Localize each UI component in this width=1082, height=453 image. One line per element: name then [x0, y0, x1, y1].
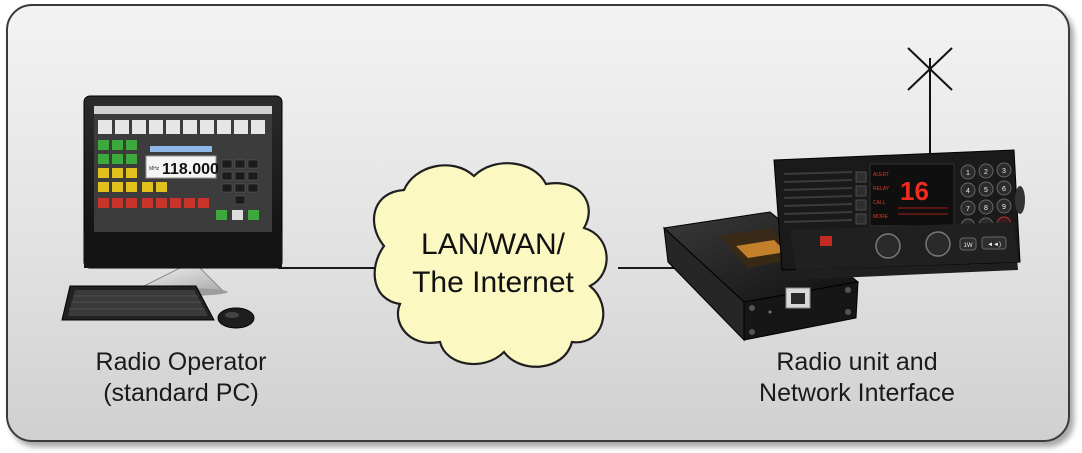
radio-softkey-more: MORE	[873, 214, 889, 220]
radio-unit-caption-line1: Radio unit and	[776, 348, 938, 376]
radio-key-3: 3	[1002, 168, 1006, 175]
marine-radio-unit-icon: ALERT RELAY CALL MORE 16 1 2 3 4 5 6 7 8	[773, 47, 1025, 280]
radio-softkey-alert: ALERT	[873, 172, 889, 178]
cloud-label-line1: LAN/WAN/	[421, 228, 565, 261]
radio-key-1: 1	[966, 170, 970, 177]
radio-channel-display: 16	[900, 176, 929, 206]
pc-frequency-prefix: MHz	[149, 166, 160, 172]
radio-key-6: 6	[1002, 186, 1006, 193]
cloud-label: LAN/WAN/ The Internet	[398, 226, 588, 302]
radio-key-1w: 1W	[964, 243, 973, 249]
cloud-label-line2: The Internet	[412, 266, 574, 299]
radio-key-9: 9	[1002, 204, 1006, 211]
radio-key-2: 2	[984, 169, 988, 176]
radio-keypad: 1 2 3 4 5 6 7 8 9 DW 0	[960, 162, 1012, 234]
mouse-icon	[217, 307, 255, 329]
pc-frequency-display: 118.000	[162, 161, 219, 178]
antenna-icon	[907, 47, 953, 158]
pc-app-keypad	[221, 159, 259, 205]
radio-operator-caption-line2: (standard PC)	[103, 379, 259, 407]
radio-unit-caption: Radio unit and Network Interface	[722, 347, 992, 409]
radio-softkey-relay: RELAY	[873, 186, 890, 192]
radio-unit-caption-line2: Network Interface	[759, 379, 955, 407]
radio-key-7: 7	[966, 206, 970, 213]
pc-app-top-buttons	[98, 120, 265, 134]
radio-operator-caption-line1: Radio Operator	[95, 348, 267, 376]
radio-operator-caption: Radio Operator (standard PC)	[56, 347, 306, 409]
radio-key-speaker: ◄◄)	[987, 242, 1001, 248]
pc-app-color-buttons	[98, 140, 259, 220]
radio-softkey-call: CALL	[873, 200, 886, 206]
squelch-knob-icon	[925, 231, 951, 257]
volume-knob-icon	[875, 233, 901, 259]
radio-key-4: 4	[966, 188, 970, 195]
radio-key-8: 8	[984, 205, 988, 212]
radio-key-5: 5	[984, 187, 988, 194]
radio-display	[869, 163, 955, 227]
network-cloud-icon	[372, 162, 608, 368]
desktop-pc-icon: MHz 118.000	[61, 95, 283, 329]
